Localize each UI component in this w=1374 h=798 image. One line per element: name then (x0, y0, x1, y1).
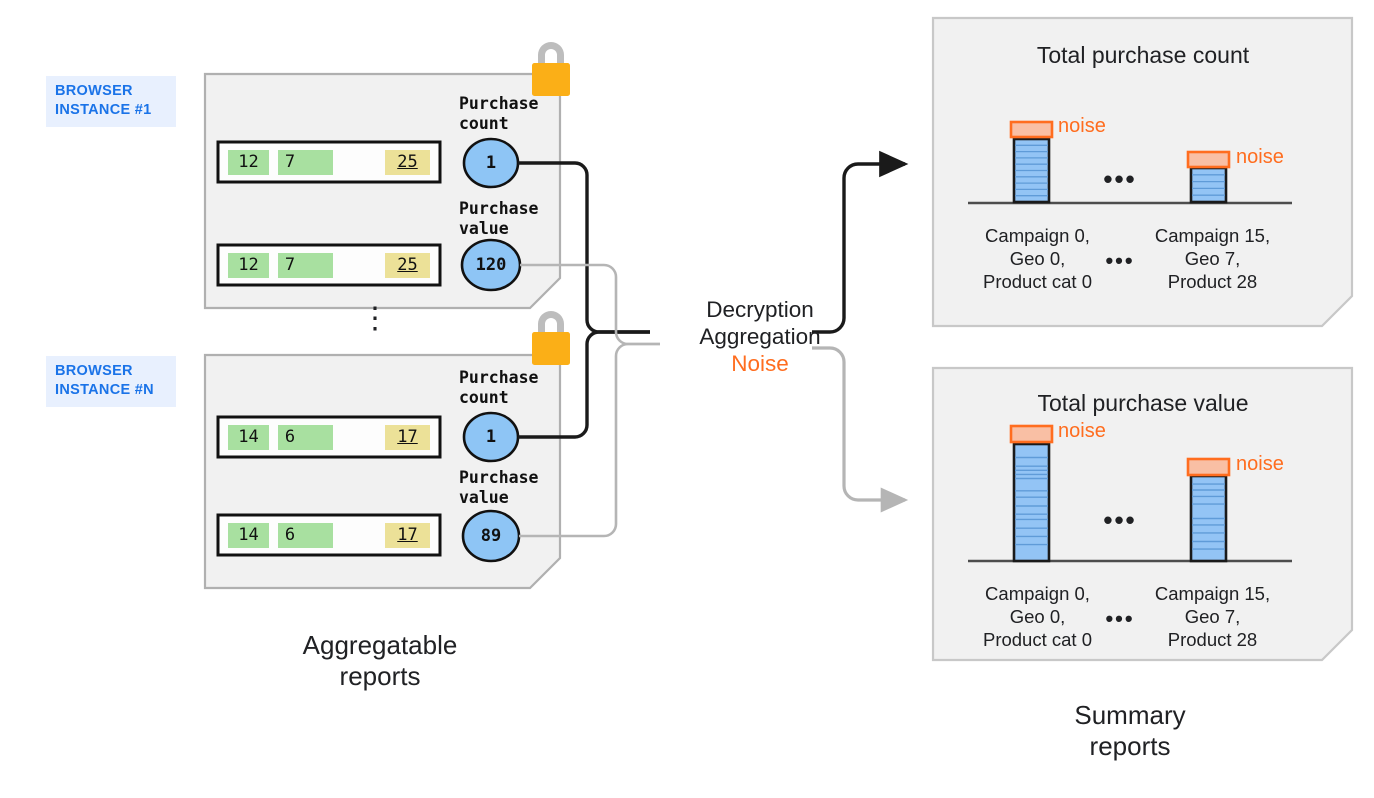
report-chip-key-a: 12 (238, 255, 259, 275)
report-chip-key-c: 25 (397, 255, 418, 275)
vertical-ellipsis-icon: ⋮ (360, 302, 390, 335)
value-chart-xtick-1: Campaign 15, Geo 7, Product 28 (1154, 583, 1271, 650)
count-bar-campaign-15 (1186, 150, 1231, 204)
connector-to-count-report (812, 150, 909, 334)
report-chip-key-b: 6 (284, 427, 296, 447)
metric-circle-value-2: 89 (480, 526, 502, 546)
report-row-group-1 (216, 140, 442, 287)
metric-circle-value-1: 120 (475, 255, 507, 275)
value-bar-0-noise-cap (1009, 424, 1054, 444)
metric-label-value-2: Purchase value (459, 468, 539, 507)
report-row-group-2 (216, 415, 442, 557)
count-bar-15-noise-label: noise (1236, 146, 1284, 168)
metric-circle-count-1: 1 (485, 153, 497, 173)
report-chip-key-a: 14 (238, 427, 259, 447)
processor-step-noise: Noise (731, 351, 789, 376)
count-bar-15-noise-cap (1186, 150, 1231, 169)
processor-step-decryption: Decryption (706, 297, 814, 322)
padlock-icon-1 (532, 42, 570, 96)
metric-circles (460, 137, 522, 563)
value-chart-bar-ellipsis: ••• (1103, 505, 1137, 535)
report-chip-key-c: 25 (397, 152, 418, 172)
left-caption: Aggregatable reports (302, 630, 458, 691)
padlock-icon-2 (532, 311, 570, 365)
count-bar-0-noise-label: noise (1058, 115, 1106, 137)
value-bar-15-noise-cap (1186, 457, 1231, 477)
connector-value-1 (520, 263, 660, 346)
connector-to-value-report (812, 346, 909, 513)
count-chart-title: Total purchase count (1036, 42, 1250, 68)
browser-instance-tag-2: BROWSER INSTANCE #N (46, 356, 176, 407)
value-bar-0-noise-label: noise (1058, 420, 1106, 442)
report-chip-key-b: 7 (284, 152, 296, 172)
count-chart-xtick-1: Campaign 15, Geo 7, Product 28 (1154, 225, 1271, 292)
metric-label-count-1: Purchase count (459, 94, 539, 133)
browser-instance-tag-1: BROWSER INSTANCE #1 (46, 76, 176, 127)
report-chip-key-b: 7 (284, 255, 296, 275)
count-chart-xtick-0: Campaign 0, Geo 0, Product cat 0 (982, 225, 1092, 292)
metric-label-value-1: Purchase value (459, 199, 539, 238)
connector-value-2 (519, 342, 660, 538)
report-chip-key-a: 14 (238, 525, 259, 545)
value-bar-15-noise-label: noise (1236, 453, 1284, 475)
count-chart-label-ellipsis: ••• (1105, 248, 1135, 273)
report-chip-key-b: 6 (284, 525, 296, 545)
report-chip-key-a: 12 (238, 152, 259, 172)
value-bar-campaign-0 (1009, 424, 1054, 563)
value-chart-xtick-0: Campaign 0, Geo 0, Product cat 0 (982, 583, 1092, 650)
metric-circle-count-2: 1 (485, 427, 497, 447)
value-chart-label-ellipsis: ••• (1105, 606, 1135, 631)
right-caption: Summary reports (1074, 700, 1186, 761)
processor-step-aggregation: Aggregation (699, 324, 821, 349)
metric-label-count-2: Purchase count (459, 368, 539, 407)
count-bar-campaign-0 (1009, 120, 1054, 204)
count-bar-0-noise-cap (1009, 120, 1054, 139)
connector-count-2 (518, 330, 650, 439)
report-chip-key-c: 17 (397, 525, 418, 545)
report-chip-key-c: 17 (397, 427, 418, 447)
value-bar-campaign-15 (1186, 457, 1231, 563)
summary-panel-count (931, 16, 1354, 328)
value-chart-title: Total purchase value (1037, 390, 1249, 416)
count-chart-bar-ellipsis: ••• (1103, 164, 1137, 194)
